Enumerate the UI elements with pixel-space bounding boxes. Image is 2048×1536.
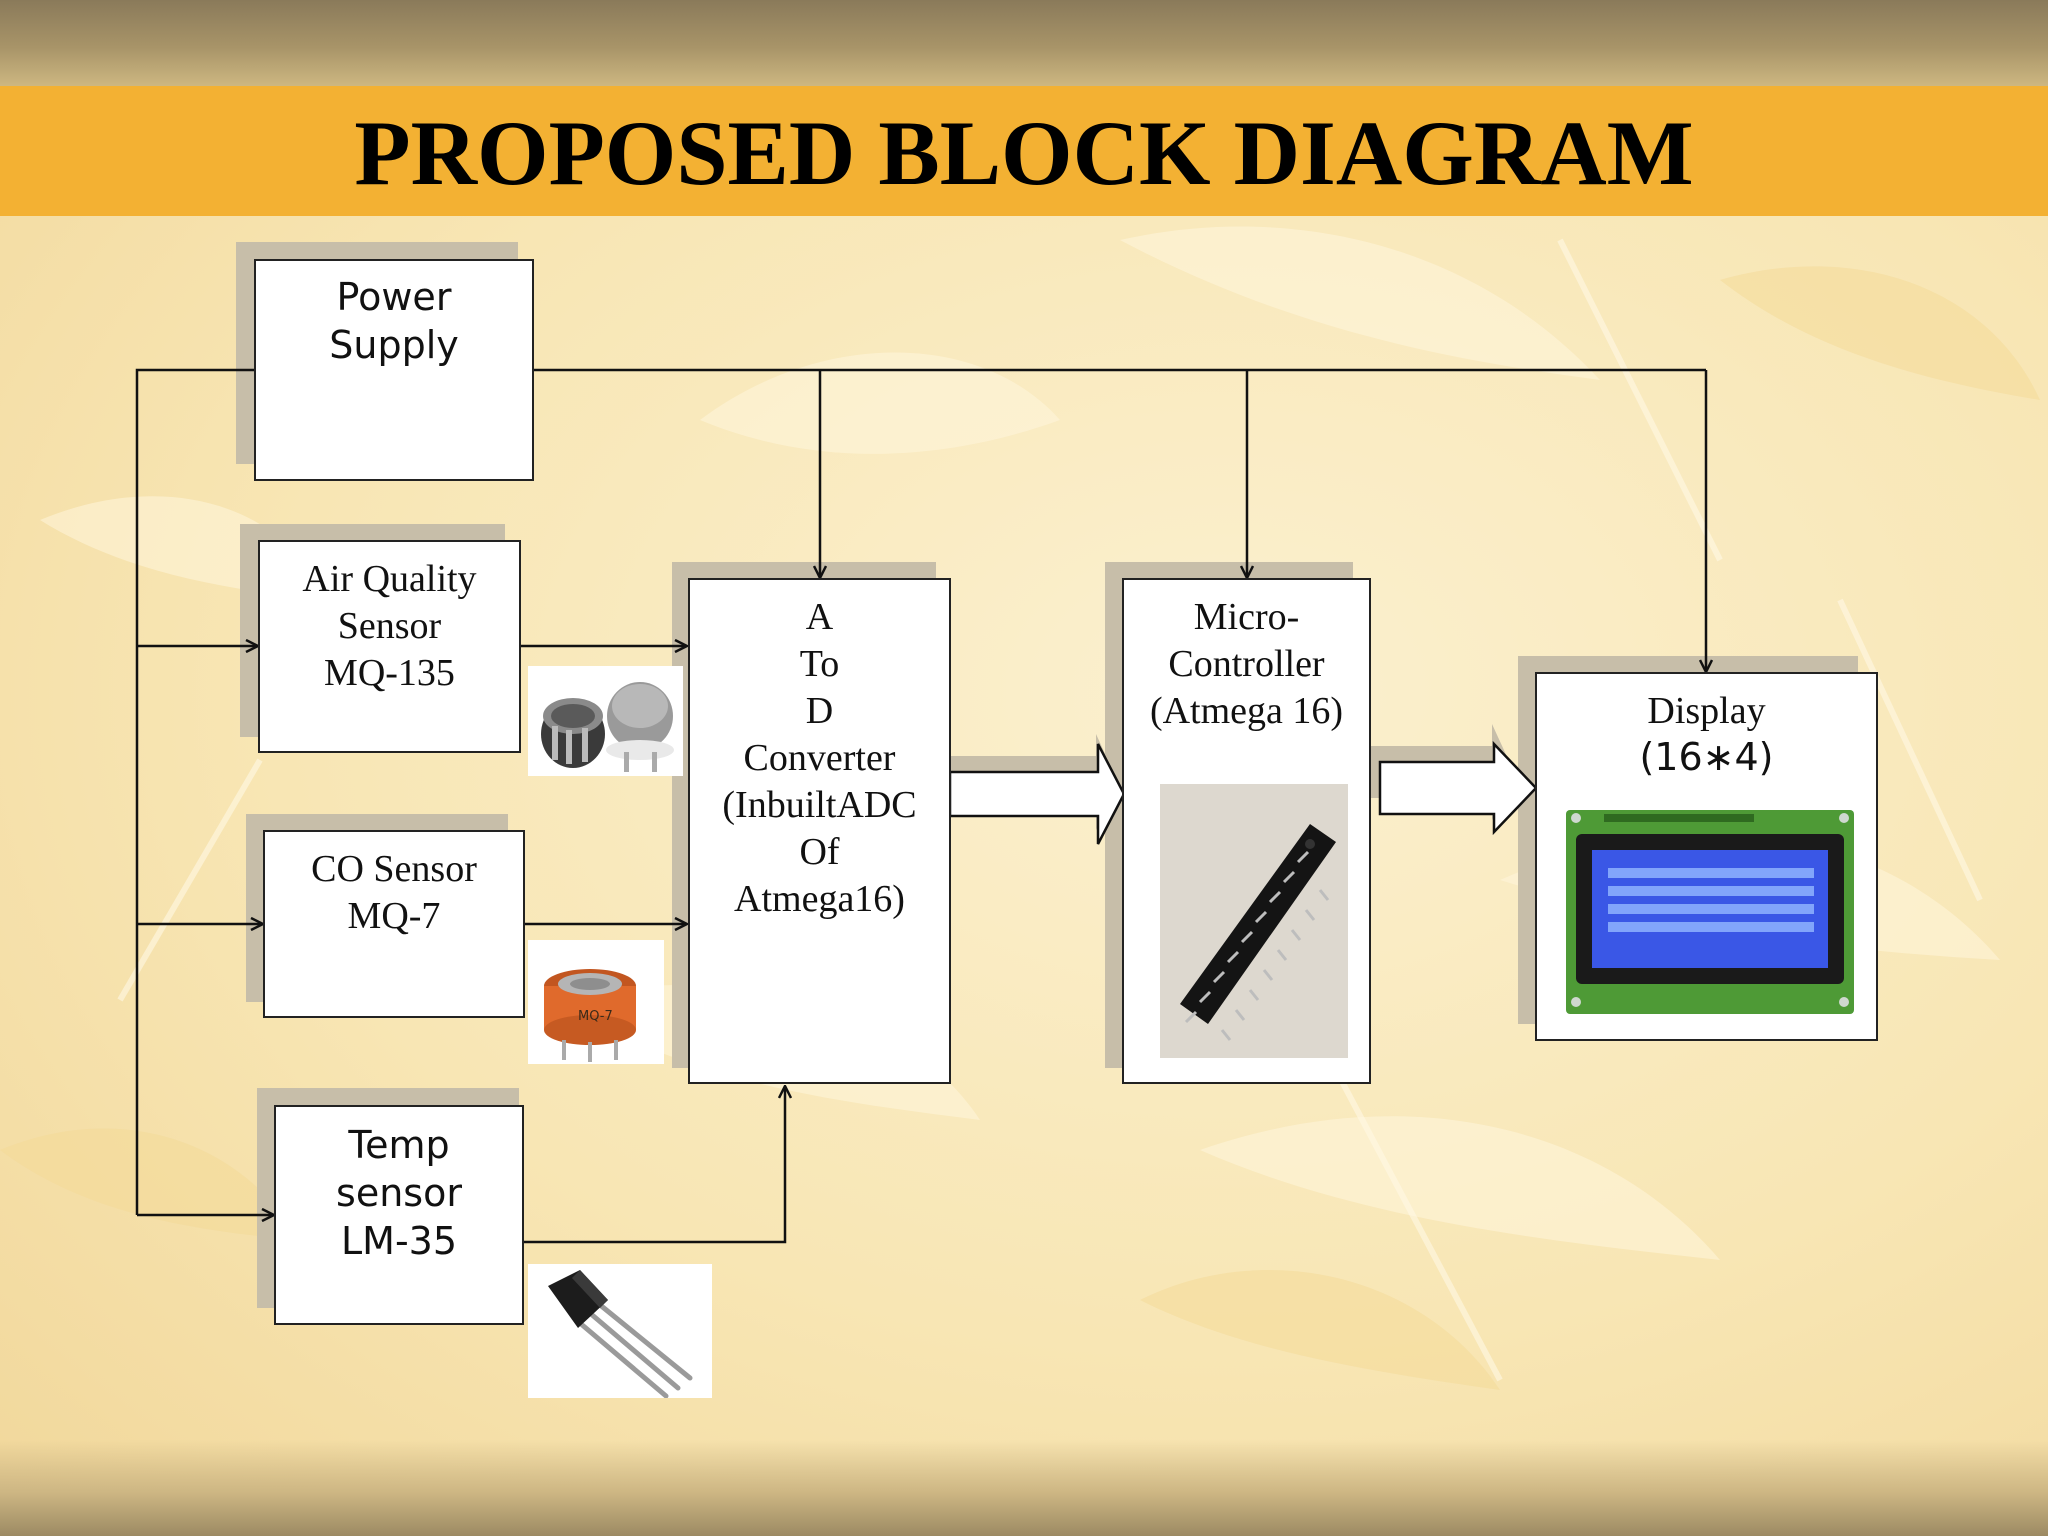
microcontroller-label-line-1: Micro- — [1193, 596, 1300, 638]
co-sensor-label-line-2: MQ-7 — [347, 895, 441, 937]
air-quality-label-line-1: Air Quality — [302, 558, 477, 600]
lcd-16x4-photo — [1564, 806, 1856, 1018]
temp-sensor-label-line-3: LM-35 — [340, 1219, 458, 1263]
adc-to-mcu-arrow — [948, 743, 1126, 845]
temp-sensor-to-adc-wire — [523, 1086, 785, 1244]
adc-label-line-4: Converter — [743, 737, 896, 779]
power-supply-block: Power Supply — [254, 259, 534, 481]
air-quality-label-line-3: MQ-135 — [324, 652, 455, 694]
mq7-sensor-label: MQ-7 — [578, 1009, 613, 1024]
adc-block: A To D Converter (InbuiltADC Of Atmega16… — [688, 578, 951, 1084]
temp-sensor-label-line-2: sensor — [336, 1171, 462, 1215]
temp-sensor-lm35-photo — [528, 1264, 712, 1398]
adc-label-line-5: (InbuiltADC — [722, 784, 917, 826]
adc-label-line-2: To — [799, 643, 840, 685]
adc-label-line-3: D — [805, 690, 834, 732]
power-supply-label-line-2: Supply — [329, 323, 459, 367]
mcu-to-display-arrow — [1378, 740, 1538, 836]
slide-title: PROPOSED BLOCK DIAGRAM — [354, 102, 1694, 204]
bottom-band — [0, 1440, 2048, 1536]
adc-label-line-7: Atmega16) — [734, 878, 905, 920]
adc-label-line-6: Of — [799, 831, 840, 873]
title-bar — [0, 86, 2048, 216]
microcontroller-label-line-2: Controller — [1168, 643, 1325, 685]
power-bus-left — [135, 368, 254, 1215]
temp-sensor-label-line-1: Temp — [348, 1123, 450, 1167]
co-sensor-mq7-photo: MQ-7 — [528, 940, 664, 1064]
gas-sensor-mq135-photo — [528, 666, 683, 776]
power-supply-label-line-1: Power — [336, 275, 452, 319]
adc-label-line-1: A — [805, 596, 834, 638]
air-quality-sensor-block: Air Quality Sensor MQ-135 — [258, 540, 521, 753]
atmega16-chip-photo — [1160, 784, 1348, 1058]
temp-sensor-block: Temp sensor LM-35 — [274, 1105, 524, 1325]
top-band — [0, 0, 2048, 86]
co-sensor-block: CO Sensor MQ-7 — [263, 830, 525, 1018]
co-sensor-label-line-1: CO Sensor — [311, 848, 477, 890]
microcontroller-label-line-3: (Atmega 16) — [1149, 690, 1344, 732]
display-label-line-2: (16∗4) — [1639, 735, 1774, 779]
display-label-line-1: Display — [1647, 690, 1766, 732]
air-quality-label-line-2: Sensor — [337, 605, 442, 647]
